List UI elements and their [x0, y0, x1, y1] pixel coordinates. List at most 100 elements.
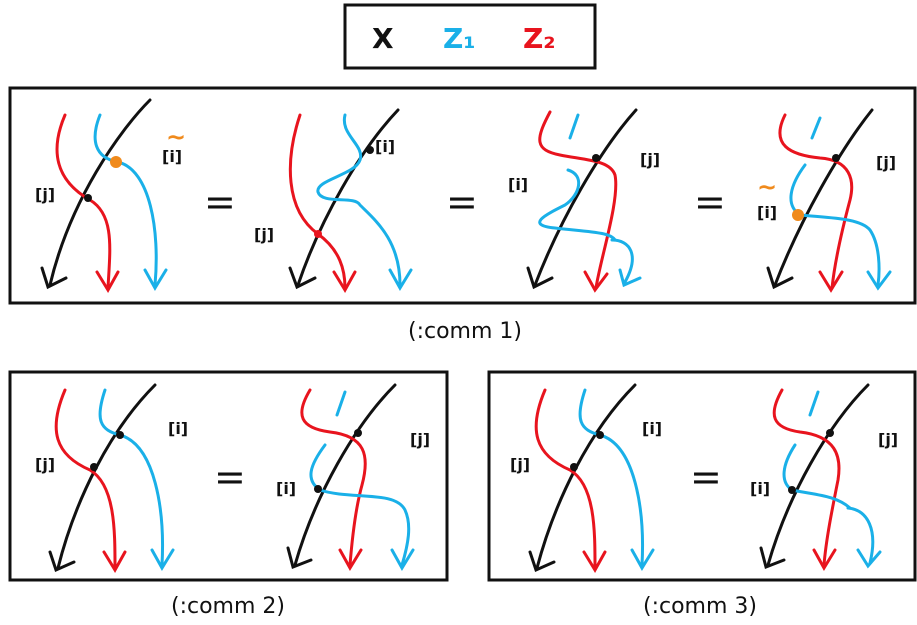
orange-marker	[792, 209, 804, 221]
crossing-dot	[592, 154, 600, 162]
z2-strand	[54, 388, 117, 570]
x-arrowhead	[528, 550, 556, 573]
panel-comm1: [j] [i] ~ = [i] [j] =	[8, 86, 917, 305]
z2-strand	[538, 110, 618, 290]
comm2-caption: (:comm 2)	[171, 594, 285, 619]
panel-comm2: [j] [i] = [i] [j]	[8, 370, 449, 582]
z2-strand	[772, 388, 841, 567]
comm1-diagram-2	[288, 108, 413, 293]
comm2-equals: =	[214, 455, 246, 499]
z1-arrowhead	[618, 268, 642, 288]
z1-top	[568, 113, 580, 140]
comm1-label-i-3: [i]	[508, 175, 528, 194]
z2-strand	[300, 388, 367, 567]
z1-top	[808, 390, 820, 417]
x-arrowhead	[40, 266, 68, 290]
comm1-label-j-2: [j]	[254, 225, 274, 244]
z2-strand	[534, 388, 597, 570]
comm2-diagram-2	[286, 383, 415, 571]
z2-strand	[778, 113, 854, 290]
comm3-label-i-1: [i]	[642, 419, 662, 438]
x-strand	[56, 383, 157, 570]
comm2-label-j-2: [j]	[410, 430, 430, 449]
comm3-caption: (:comm 3)	[643, 594, 757, 619]
crossing-dot	[314, 485, 322, 493]
z2-arrowhead	[582, 550, 607, 573]
legend-z1: Z₁	[443, 22, 476, 55]
z1-strand	[309, 443, 411, 567]
crossing-dot	[826, 429, 834, 437]
comm3-label-i-2: [i]	[750, 479, 770, 498]
comm1-caption: (:comm 1)	[408, 319, 522, 344]
comm2-label-j-1: [j]	[35, 455, 55, 474]
z1-arrowhead	[630, 548, 655, 571]
comm3-diagram-1	[528, 383, 655, 573]
x-arrowhead	[288, 266, 317, 290]
comm1-tilde-4: ~	[757, 173, 777, 201]
comm3-label-j-1: [j]	[510, 455, 530, 474]
z2-arrowhead	[95, 270, 120, 293]
x-strand	[533, 108, 638, 287]
legend-z2: Z₂	[523, 22, 556, 55]
comm1-equals-3: =	[694, 180, 726, 224]
z1-strand	[98, 388, 164, 567]
z1-strand	[93, 113, 158, 287]
z2-arrowhead	[338, 548, 363, 571]
z1-arrowhead	[150, 548, 175, 571]
comm2-label-i-1: [i]	[168, 419, 188, 438]
comm2-diagram-1	[48, 383, 175, 573]
comm2-label-i-2: [i]	[276, 479, 296, 498]
x-strand	[773, 108, 874, 287]
crossing-dot	[116, 431, 124, 439]
z1-tail	[846, 506, 875, 565]
crossing-dot	[596, 431, 604, 439]
legend-box	[343, 3, 597, 70]
comm1-label-i-4: [i]	[757, 203, 777, 222]
x-arrowhead	[759, 546, 786, 570]
panel-comm3-frame	[487, 370, 917, 582]
z1-strand	[316, 113, 402, 287]
crossing-dot	[366, 146, 374, 154]
x-arrowhead	[766, 266, 794, 290]
x-strand	[766, 383, 870, 567]
z1-top	[810, 116, 822, 140]
x-strand	[293, 383, 397, 567]
z1-arrowhead	[866, 270, 892, 291]
z2-arrowhead	[818, 270, 844, 293]
z2-strand	[288, 113, 347, 290]
comm1-equals-2: =	[446, 180, 478, 224]
crossing-dot-red	[314, 230, 322, 238]
comm1-diagram-1	[40, 98, 168, 293]
comm1-tilde-1: ~	[166, 123, 186, 151]
crossing-dot	[354, 429, 362, 437]
comm1-label-i-2: [i]	[375, 137, 395, 156]
z2-arrowhead	[102, 550, 127, 573]
comm1-diagram-4	[766, 108, 892, 293]
panel-comm3: [j] [i] = [i] [j]	[487, 370, 917, 582]
comm3-label-j-2: [j]	[878, 430, 898, 449]
crossing-dot	[570, 463, 578, 471]
legend-x: X	[372, 22, 394, 55]
comm1-label-i-1: [i]	[162, 147, 182, 166]
panel-comm1-frame	[8, 86, 917, 305]
z2-arrowhead	[812, 548, 837, 571]
z1-arrowhead	[390, 548, 415, 571]
x-arrowhead	[48, 550, 76, 573]
x-strand	[48, 98, 152, 287]
comm1-label-j-4: [j]	[876, 153, 896, 172]
crossing-dot	[84, 194, 92, 202]
z1-arrowhead	[143, 268, 168, 291]
comm1-equals-1: =	[204, 180, 236, 224]
crossing-dot	[788, 486, 796, 494]
crossing-dot	[832, 154, 840, 162]
comm1-diagram-3	[526, 108, 642, 293]
panel-comm2-frame	[8, 370, 449, 582]
z1-strand	[578, 388, 644, 567]
z2-arrowhead	[332, 270, 357, 293]
z1-strand	[789, 163, 881, 287]
x-arrowhead	[526, 266, 554, 290]
comm1-label-j-1: [j]	[35, 185, 55, 204]
comm3-diagram-2	[759, 383, 882, 571]
comm3-equals: =	[690, 455, 722, 499]
